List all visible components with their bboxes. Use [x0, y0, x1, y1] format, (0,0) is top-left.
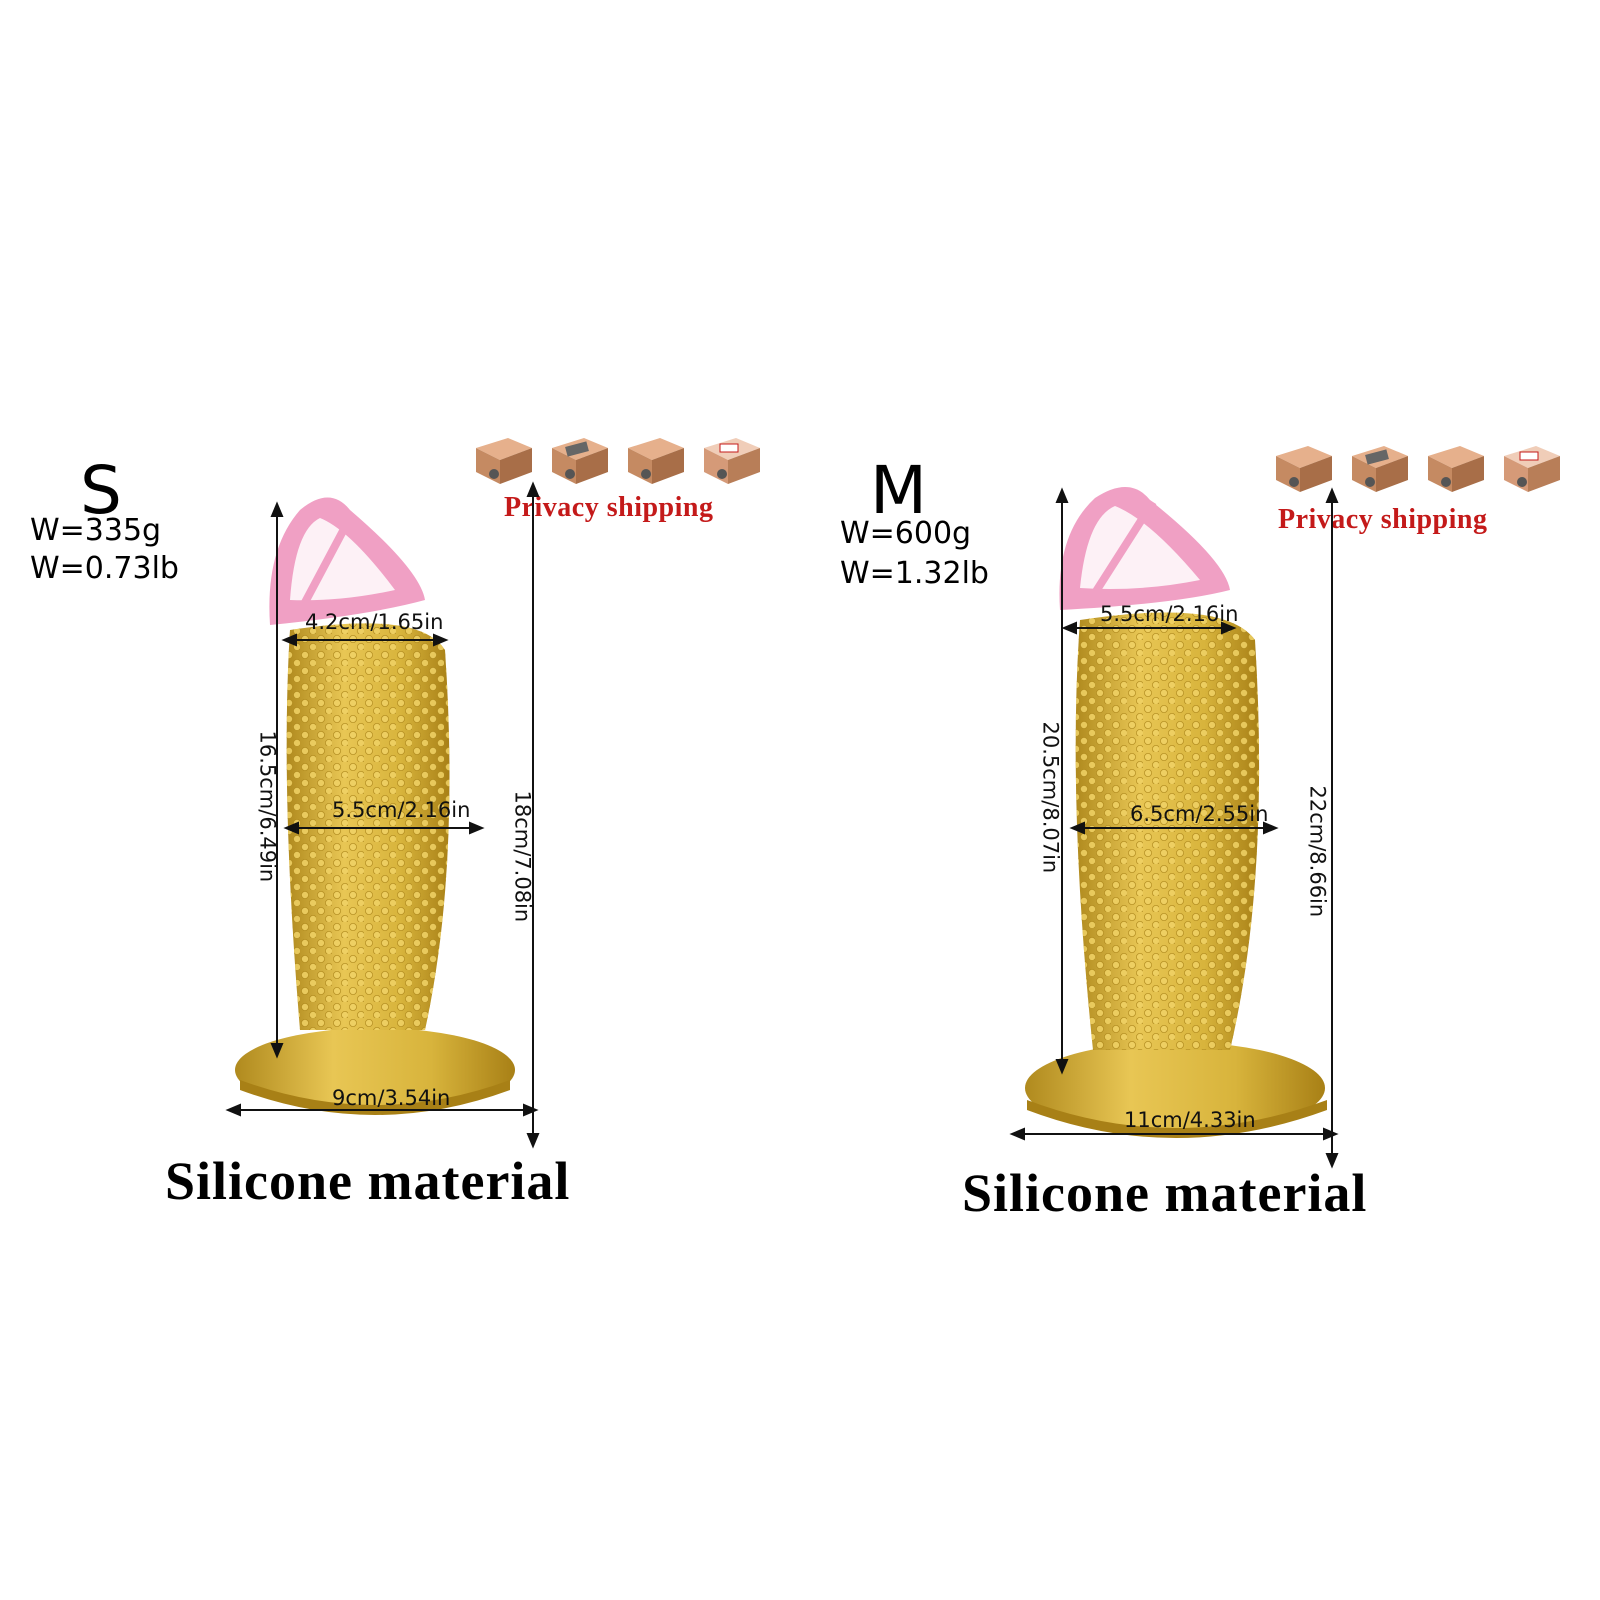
shaft-width-label: 6.5cm/2.55in	[1130, 802, 1269, 826]
head-width-label: 5.5cm/2.16in	[1100, 602, 1239, 626]
size-label: M	[870, 452, 927, 529]
product-silhouette	[235, 497, 515, 1115]
base-width-label: 9cm/3.54in	[332, 1086, 451, 1110]
box-icon	[476, 438, 532, 484]
box-icon	[1276, 446, 1332, 492]
size-panel-m: M W=600g W=1.32lb Privacy shipping	[800, 0, 1600, 1600]
size-panel-s: S W=335g W=0.73lb Privacy shipping	[30, 430, 766, 1211]
dimension-lines	[1009, 487, 1339, 1169]
box-icon	[628, 438, 684, 484]
package-boxes	[468, 430, 766, 486]
privacy-shipping-label: Privacy shipping	[504, 492, 714, 523]
product-silhouette	[1025, 486, 1327, 1138]
weight-pounds: W=1.32lb	[840, 556, 989, 591]
dimension-lines	[225, 481, 540, 1149]
weight-pounds: W=0.73lb	[30, 551, 179, 586]
box-icon	[552, 438, 608, 484]
box-icon	[704, 438, 760, 484]
head-width-label: 4.2cm/1.65in	[305, 610, 444, 634]
total-length-label: 18cm/7.08in	[510, 790, 535, 923]
box-icon	[1352, 446, 1408, 492]
base-width-label: 11cm/4.33in	[1124, 1108, 1256, 1132]
weight-grams: W=335g	[30, 513, 162, 548]
box-icon	[1428, 446, 1484, 492]
privacy-shipping-label: Privacy shipping	[1278, 504, 1488, 535]
total-length-label: 22cm/8.66in	[1305, 785, 1330, 918]
insertable-length-label: 16.5cm/6.49in	[255, 730, 280, 883]
package-boxes	[1268, 438, 1566, 494]
size-label: S	[80, 452, 122, 529]
weight-grams: W=600g	[840, 516, 972, 551]
material-label: Silicone material	[962, 1163, 1368, 1223]
box-icon	[1504, 446, 1560, 492]
shaft-width-label: 5.5cm/2.16in	[332, 798, 471, 822]
material-label: Silicone material	[165, 1151, 571, 1211]
insertable-length-label: 20.5cm/8.07in	[1038, 721, 1063, 874]
